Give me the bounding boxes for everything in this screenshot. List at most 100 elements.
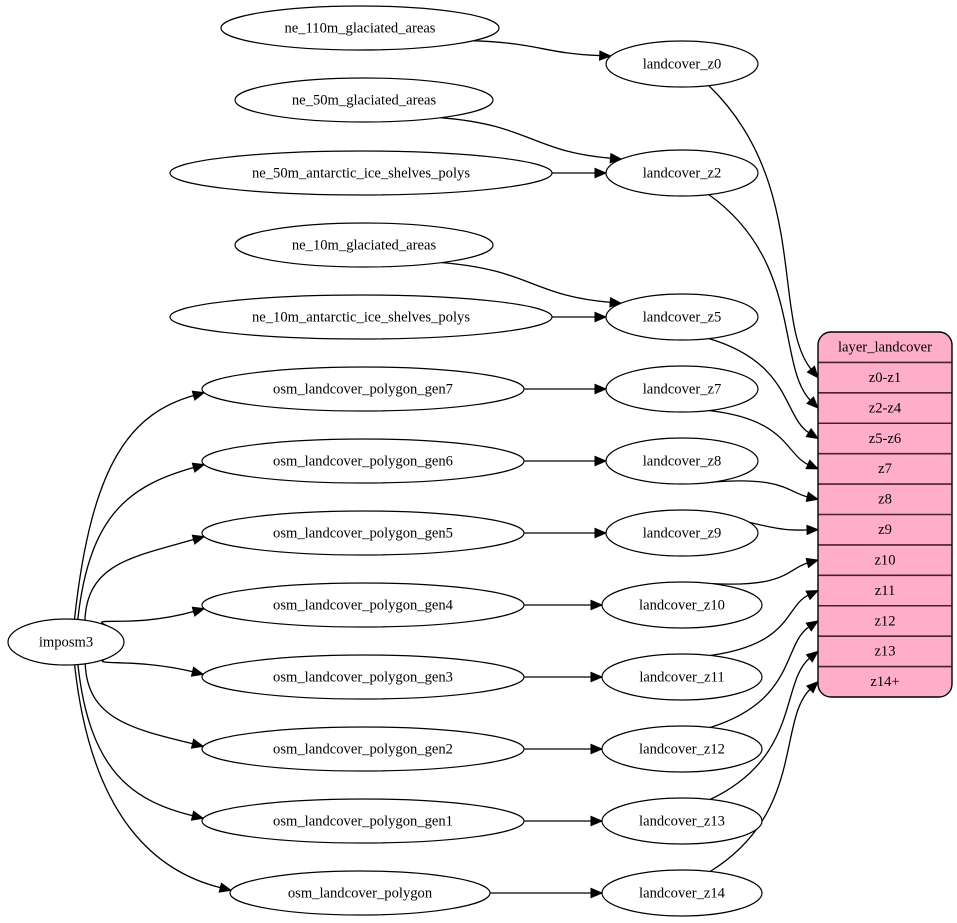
edge-line — [708, 85, 813, 371]
layer-table-row[interactable]: z12 — [818, 606, 952, 636]
edge-line — [77, 664, 194, 817]
layer-table-row[interactable]: z14+ — [818, 667, 952, 697]
edge-imposm3-to-osm_landcover_polygon_gen3 — [101, 657, 205, 677]
edge-landcover_z12-to-table-row — [709, 620, 820, 729]
node-landcover_z5[interactable]: landcover_z5 — [605, 293, 759, 341]
node-landcover_z8[interactable]: landcover_z8 — [605, 437, 759, 485]
edge-line — [441, 261, 612, 304]
edge-arrowhead — [191, 390, 206, 401]
source-table-label: ne_10m_antarctic_ice_shelves_polys — [252, 309, 470, 325]
edge-line — [73, 394, 195, 620]
edge-landcover_z0-to-table-row — [708, 85, 819, 379]
node-ne_50m_antarctic_ice_shelves_polys[interactable]: ne_50m_antarctic_ice_shelves_polys — [169, 150, 553, 196]
edge-arrowhead — [590, 887, 604, 899]
node-landcover_z10[interactable]: landcover_z10 — [601, 581, 763, 629]
landcover-node-shape — [601, 725, 763, 773]
source-table-label: osm_landcover_polygon_gen3 — [273, 669, 453, 685]
node-landcover_z7[interactable]: landcover_z7 — [605, 365, 759, 413]
layer-table-row[interactable]: z5-z6 — [818, 423, 952, 453]
node-landcover_z13[interactable]: landcover_z13 — [601, 797, 763, 845]
node-osm_landcover_polygon_gen2[interactable]: osm_landcover_polygon_gen2 — [201, 726, 525, 772]
edge-arrowhead — [191, 462, 206, 473]
source-table-shape — [201, 510, 525, 556]
edge-landcover_z8-to-table-row — [708, 480, 820, 502]
edge-line — [708, 337, 810, 434]
layer-table-row-label: z14+ — [870, 674, 899, 690]
edge-osm_landcover_polygon_gen3-to-landcover_z11 — [524, 671, 604, 683]
layer-table-row[interactable]: z2-z4 — [818, 393, 952, 423]
edge-ne_10m_antarctic_ice_shelves_polys-to-landcover_z5 — [552, 311, 608, 323]
source-table-shape — [234, 222, 494, 268]
source-table-label: osm_landcover_polygon_gen6 — [273, 453, 453, 469]
source-table-shape — [220, 5, 500, 51]
layer-table-row[interactable]: z10 — [818, 545, 952, 575]
edge-arrowhead — [805, 491, 820, 502]
node-osm_landcover_polygon_gen5[interactable]: osm_landcover_polygon_gen5 — [201, 510, 525, 556]
layer-table-row[interactable]: z9 — [818, 515, 952, 545]
edge-imposm3-to-osm_landcover_polygon — [73, 664, 233, 893]
layer-table-row-label: z0-z1 — [869, 370, 901, 386]
node-ne_50m_glaciated_areas[interactable]: ne_50m_glaciated_areas — [234, 77, 494, 123]
source-table-label: ne_50m_antarctic_ice_shelves_polys — [252, 165, 470, 181]
edge-osm_landcover_polygon_gen7-to-landcover_z7 — [524, 383, 608, 395]
node-landcover_z0[interactable]: landcover_z0 — [605, 40, 759, 88]
edge-landcover_z13-to-table-row — [709, 650, 820, 801]
landcover-node-label: landcover_z11 — [639, 669, 724, 685]
landcover-node-label: landcover_z12 — [639, 741, 725, 757]
edge-line — [708, 480, 809, 498]
layer-table-header: layer_landcover — [838, 340, 932, 356]
node-osm_landcover_polygon_gen1[interactable]: osm_landcover_polygon_gen1 — [201, 798, 525, 844]
source-table-shape — [169, 150, 553, 196]
source-table-label: osm_landcover_polygon_gen2 — [273, 741, 453, 757]
node-landcover_z11[interactable]: landcover_z11 — [601, 653, 763, 701]
source-table-shape — [229, 870, 491, 916]
node-ne_110m_glaciated_areas[interactable]: ne_110m_glaciated_areas — [220, 5, 500, 51]
layer-table-row-label: z7 — [878, 461, 892, 477]
landcover-node-label: landcover_z5 — [643, 309, 722, 325]
landcover-node-shape — [605, 437, 759, 485]
node-landcover_z9[interactable]: landcover_z9 — [605, 509, 759, 557]
layer-table-row[interactable]: z13 — [818, 636, 952, 666]
landcover-node-shape — [605, 149, 759, 197]
edge-imposm3-to-osm_landcover_polygon_gen5 — [84, 534, 206, 621]
edge-arrowhead — [806, 365, 819, 379]
edge-osm_landcover_polygon_gen6-to-landcover_z8 — [524, 455, 608, 467]
edge-arrowhead — [590, 671, 604, 683]
edge-line — [710, 594, 810, 657]
landcover-node-shape — [601, 797, 763, 845]
layer-table-row[interactable]: z8 — [818, 484, 952, 514]
node-landcover_z2[interactable]: landcover_z2 — [605, 149, 759, 197]
layer-table-row[interactable]: z0-z1 — [818, 362, 952, 392]
node-osm_landcover_polygon_gen4[interactable]: osm_landcover_polygon_gen4 — [201, 582, 525, 628]
layer-table-row[interactable]: z7 — [818, 454, 952, 484]
edge-arrowhead — [805, 680, 819, 694]
source-table-label: osm_landcover_polygon_gen1 — [273, 813, 453, 829]
node-ne_10m_antarctic_ice_shelves_polys[interactable]: ne_10m_antarctic_ice_shelves_polys — [169, 294, 553, 340]
edge-line — [709, 657, 811, 801]
layer-landcover-table: layer_landcoverz0-z1z2-z4z5-z6z7z8z9z10z… — [817, 331, 953, 698]
landcover-node-label: landcover_z2 — [643, 165, 722, 181]
node-osm_landcover_polygon_gen3[interactable]: osm_landcover_polygon_gen3 — [201, 654, 525, 700]
node-ne_10m_glaciated_areas[interactable]: ne_10m_glaciated_areas — [234, 222, 494, 268]
edge-arrowhead — [590, 599, 604, 611]
node-landcover_z14[interactable]: landcover_z14 — [601, 869, 763, 917]
source-table-shape — [201, 654, 525, 700]
edge-landcover_z14-to-table-row — [709, 680, 819, 873]
edge-arrowhead — [805, 620, 820, 632]
node-osm_landcover_polygon_gen6[interactable]: osm_landcover_polygon_gen6 — [201, 438, 525, 484]
node-osm_landcover_polygon_gen7[interactable]: osm_landcover_polygon_gen7 — [201, 366, 525, 412]
node-imposm3[interactable]: imposm3 — [7, 618, 125, 666]
edge-landcover_z5-to-table-row — [708, 337, 820, 440]
edge-arrowhead — [218, 882, 233, 893]
edge-line — [77, 466, 195, 620]
layer-landcover-node[interactable]: layer_landcoverz0-z1z2-z4z5-z6z7z8z9z10z… — [817, 331, 953, 698]
node-osm_landcover_polygon[interactable]: osm_landcover_polygon — [229, 870, 491, 916]
landcover-node-label: landcover_z9 — [643, 525, 722, 541]
source-table-shape — [201, 798, 525, 844]
node-landcover_z12[interactable]: landcover_z12 — [601, 725, 763, 773]
edges-layer — [73, 40, 820, 899]
source-table-label: ne_110m_glaciated_areas — [284, 20, 435, 36]
edge-line — [709, 688, 812, 873]
layer-table-row[interactable]: z11 — [818, 575, 952, 605]
